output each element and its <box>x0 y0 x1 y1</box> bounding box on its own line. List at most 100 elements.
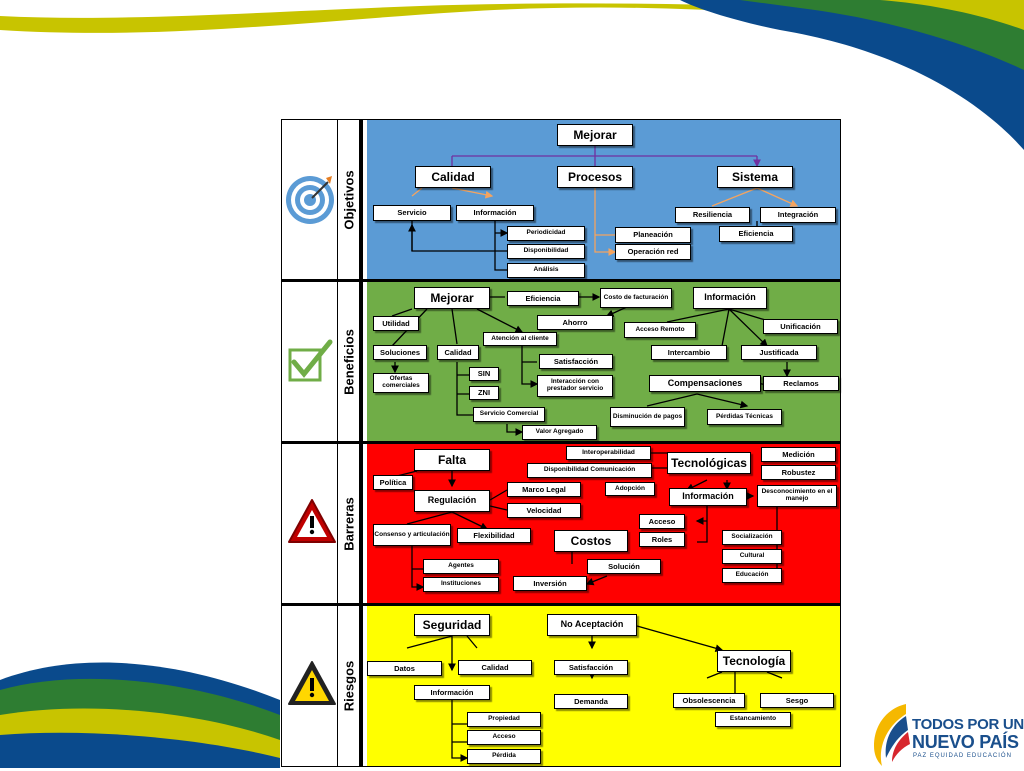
box-flexibilidad: Flexibilidad <box>457 528 531 543</box>
band-objetivos: Objetivos Mejorar Calidad Procesos Siste… <box>282 120 840 279</box>
label-cell-barreras: Barreras <box>337 444 363 603</box>
logo-swoosh-icon <box>874 704 910 766</box>
band-riesgos: Riesgos Seguridad No Aceptación Datos Ca… <box>282 606 840 766</box>
box-planeacion: Planeación <box>615 227 691 243</box>
box-instituciones: Instituciones <box>423 577 499 592</box>
box-disp-comunicacion: Disponibilidad Comunicación <box>527 463 652 478</box>
box-educacion: Educación <box>722 568 782 583</box>
icon-cell-objetivos <box>282 120 337 279</box>
box-seguridad: Seguridad <box>414 614 490 636</box>
box-no-aceptacion: No Aceptación <box>547 614 637 636</box>
band-separator <box>282 279 840 282</box>
box-acceso: Acceso <box>639 514 685 529</box>
box-analisis: Análisis <box>507 263 585 278</box>
connector-arrows <box>408 145 840 271</box>
box-eficiencia: Eficiencia <box>507 291 579 306</box>
box-servicio-comercial: Servicio Comercial <box>473 407 545 422</box>
logo-line-3: PAZ EQUIDAD EDUCACIÓN <box>913 753 1012 759</box>
box-marco-legal: Marco Legal <box>507 482 581 497</box>
checkmark-icon <box>288 339 333 382</box>
box-perdidas-tecnicas: Pérdidas Técnicas <box>707 409 782 425</box>
box-politica: Política <box>373 475 413 490</box>
box-zni: ZNI <box>469 386 499 400</box>
box-solucion: Solución <box>587 559 661 574</box>
box-propiedad: Propiedad <box>467 712 541 727</box>
box-atencion-cliente: Atención al cliente <box>483 332 557 346</box>
band-label: Objetivos <box>341 169 356 230</box>
box-obsolescencia: Obsolescencia <box>673 693 745 708</box>
box-ofertas: Ofertas comerciales <box>373 373 429 393</box>
icon-cell-riesgos <box>282 606 337 766</box>
box-regulacion: Regulación <box>414 490 490 512</box>
box-inversion: Inversión <box>513 576 587 591</box>
connector-arrows <box>406 625 783 766</box>
label-cell-objetivos: Objetivos <box>337 120 363 279</box>
box-tecnologicas: Tecnológicas <box>667 452 751 474</box>
box-calidad: Calidad <box>415 166 491 188</box>
icon-cell-beneficios <box>282 282 337 441</box>
box-velocidad: Velocidad <box>507 503 581 518</box>
box-disminucion-pagos: Disminución de pagos <box>610 407 685 427</box>
box-cultural: Cultural <box>722 549 782 564</box>
box-procesos: Procesos <box>557 166 633 188</box>
box-adopcion: Adopción <box>605 482 655 496</box>
band-separator <box>282 441 840 444</box>
box-medicion: Medición <box>761 447 836 462</box>
box-periodicidad: Periodicidad <box>507 226 585 241</box>
band-content-barreras: Falta Interoperabilidad Tecnológicas Med… <box>367 444 840 603</box>
box-costos: Costos <box>554 530 628 552</box>
box-disponibilidad: Disponibilidad <box>507 244 585 259</box>
box-costo-facturacion: Costo de facturación <box>600 288 672 308</box>
warning-icon <box>288 499 336 543</box>
box-operacion-red: Operación red <box>615 244 691 260</box>
box-tecnologia: Tecnología <box>717 650 791 672</box>
box-robustez: Robustez <box>761 465 836 480</box>
box-justificada: Justificada <box>741 345 817 360</box>
band-beneficios: Beneficios Mejorar Eficiencia Costo de f… <box>282 282 840 441</box>
band-content-beneficios: Mejorar Eficiencia Costo de facturación … <box>367 282 840 441</box>
box-acceso: Acceso <box>467 730 541 745</box>
box-informacion: Información <box>669 488 747 506</box>
box-consenso: Consenso y articulación <box>373 524 451 546</box>
box-acceso-remoto: Acceso Remoto <box>624 322 696 338</box>
box-mejorar: Mejorar <box>414 287 490 309</box>
box-desconocimiento: Desconocimiento en el manejo <box>757 485 837 507</box>
box-calidad: Calidad <box>437 345 479 360</box>
box-interoperabilidad: Interoperabilidad <box>566 446 651 460</box>
box-informacion: Información <box>414 685 490 700</box>
band-label: Riesgos <box>341 660 356 712</box>
band-label: Beneficios <box>341 328 356 395</box>
box-informacion: Información <box>693 287 767 309</box>
diagram-table: Objetivos Mejorar Calidad Procesos Siste… <box>281 119 841 767</box>
box-perdida: Pérdida <box>467 749 541 764</box>
box-calidad: Calidad <box>458 660 532 675</box>
label-cell-riesgos: Riesgos <box>337 606 363 766</box>
box-estancamiento: Estancamiento <box>715 712 791 727</box>
box-soluciones: Soluciones <box>373 345 427 360</box>
box-utilidad: Utilidad <box>373 316 419 331</box>
target-icon <box>286 176 334 224</box>
icon-cell-barreras <box>282 444 337 603</box>
box-servicio: Servicio <box>373 205 451 221</box>
band-label: Barreras <box>341 496 356 551</box>
logo-line-2: NUEVO PAÍS <box>912 732 1019 752</box>
box-sistema: Sistema <box>717 166 793 188</box>
box-resiliencia: Resiliencia <box>675 207 750 223</box>
box-integracion: Integración <box>760 207 836 223</box>
box-ahorro: Ahorro <box>537 315 613 330</box>
caution-icon <box>288 661 336 705</box>
box-unificacion: Unificación <box>763 319 838 334</box>
box-roles: Roles <box>639 532 685 547</box>
box-datos: Datos <box>367 661 442 676</box>
box-sesgo: Sesgo <box>760 693 834 708</box>
band-content-riesgos: Seguridad No Aceptación Datos Calidad Sa… <box>367 606 840 766</box>
box-informacion: Información <box>456 205 534 221</box>
box-sin: SIN <box>469 367 499 381</box>
todos-por-un-nuevo-pais-logo: TODOS POR UN NUEVO PAÍS PAZ EQUIDAD EDUC… <box>866 690 1024 768</box>
logo-line-1: TODOS POR UN <box>912 716 1024 733</box>
box-valor-agregado: Valor Agregado <box>522 425 597 440</box>
box-intercambio: Intercambio <box>651 345 727 360</box>
box-satisfaccion: Satisfacción <box>554 660 628 675</box>
box-socializacion: Socialización <box>722 530 782 545</box>
